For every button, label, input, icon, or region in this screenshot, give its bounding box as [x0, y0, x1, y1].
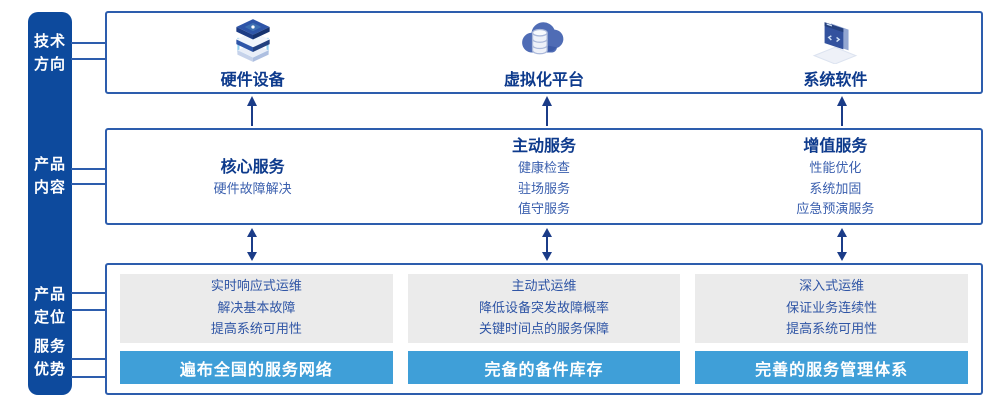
service-title: 主动服务	[511, 135, 576, 155]
server-stack-icon	[228, 16, 278, 64]
tech-direction-box: 硬件设备 虚拟化平台	[105, 11, 983, 94]
positioning-point: 实时响应式运维	[210, 279, 302, 295]
position-col-2: 主动式运维 降低设备突发故障概率 关键时间点的服务保障 完备的备件库存	[407, 274, 681, 384]
service-item: 硬件故障解决	[213, 181, 292, 197]
connector-line	[71, 309, 107, 311]
sidebar-label-product-position: 产品 定位	[33, 285, 66, 327]
tech-label: 虚拟化平台	[503, 69, 584, 89]
positioning-point: 提高系统可用性	[786, 322, 878, 338]
up-arrow	[837, 96, 847, 126]
service-item: 系统加固	[809, 181, 862, 197]
connector-line	[71, 168, 107, 170]
connector-line	[71, 183, 107, 185]
positioning-point: 降低设备突发故障概率	[479, 300, 610, 316]
double-arrow	[247, 228, 257, 261]
tech-col-hardware: 硬件设备	[107, 13, 398, 92]
sidebar: 技术 方向 产品 内容 产品 定位 服务 优势	[28, 12, 72, 395]
tech-col-software: 系统软件	[690, 13, 981, 92]
double-arrow	[837, 228, 847, 261]
positioning-point: 关键时间点的服务保障	[479, 322, 610, 338]
service-item: 驻场服务	[517, 181, 570, 197]
content-col-proactive: 主动服务 健康检查 驻场服务 值守服务	[398, 130, 689, 223]
sidebar-label-tech-direction: 技术 方向	[33, 32, 66, 74]
positioning-point: 主动式运维	[511, 279, 577, 295]
position-col-1: 实时响应式运维 解决基本故障 提高系统可用性 遍布全国的服务网络	[120, 274, 393, 384]
up-arrow	[542, 96, 552, 126]
content-col-core: 核心服务 硬件故障解决	[107, 130, 398, 223]
up-arrow	[247, 96, 257, 126]
service-title: 增值服务	[803, 135, 868, 155]
service-item: 应急预演服务	[796, 202, 875, 218]
positioning-card: 主动式运维 降低设备突发故障概率 关键时间点的服务保障	[407, 274, 681, 343]
position-col-3: 深入式运维 保证业务连续性 提高系统可用性 完善的服务管理体系	[695, 274, 969, 384]
advantage-bar: 遍布全国的服务网络	[120, 351, 393, 384]
service-item: 健康检查	[517, 160, 570, 176]
positioning-point: 深入式运维	[799, 279, 865, 295]
connector-line	[71, 292, 107, 294]
connector-line	[71, 42, 107, 44]
content-col-value-added: 增值服务 性能优化 系统加固 应急预演服务	[690, 130, 981, 223]
double-arrow	[542, 228, 552, 261]
connector-line	[71, 58, 107, 60]
advantage-bar: 完备的备件库存	[407, 351, 681, 384]
positioning-point: 提高系统可用性	[210, 322, 302, 338]
cloud-database-icon	[519, 16, 569, 64]
sidebar-label-service-advantage: 服务 优势	[33, 337, 66, 379]
advantage-bar: 完善的服务管理体系	[695, 351, 969, 384]
connector-line	[71, 376, 107, 378]
connector-line	[71, 358, 107, 360]
tech-label: 硬件设备	[220, 69, 285, 89]
service-title: 核心服务	[220, 156, 285, 176]
code-window-icon	[810, 16, 860, 65]
positioning-card: 实时响应式运维 解决基本故障 提高系统可用性	[120, 274, 393, 343]
tech-label: 系统软件	[803, 69, 868, 89]
positioning-card: 深入式运维 保证业务连续性 提高系统可用性	[695, 274, 969, 343]
service-item: 值守服务	[517, 202, 570, 218]
product-position-box: 实时响应式运维 解决基本故障 提高系统可用性 遍布全国的服务网络 主动式运维 降…	[105, 263, 983, 395]
service-item: 性能优化	[809, 160, 862, 176]
positioning-point: 保证业务连续性	[786, 300, 878, 316]
tech-col-virtualization: 虚拟化平台	[398, 13, 689, 92]
positioning-point: 解决基本故障	[217, 300, 296, 316]
sidebar-label-product-content: 产品 内容	[33, 155, 66, 197]
product-content-box: 核心服务 硬件故障解决 主动服务 健康检查 驻场服务 值守服务 增值服务 性能优…	[105, 128, 983, 225]
